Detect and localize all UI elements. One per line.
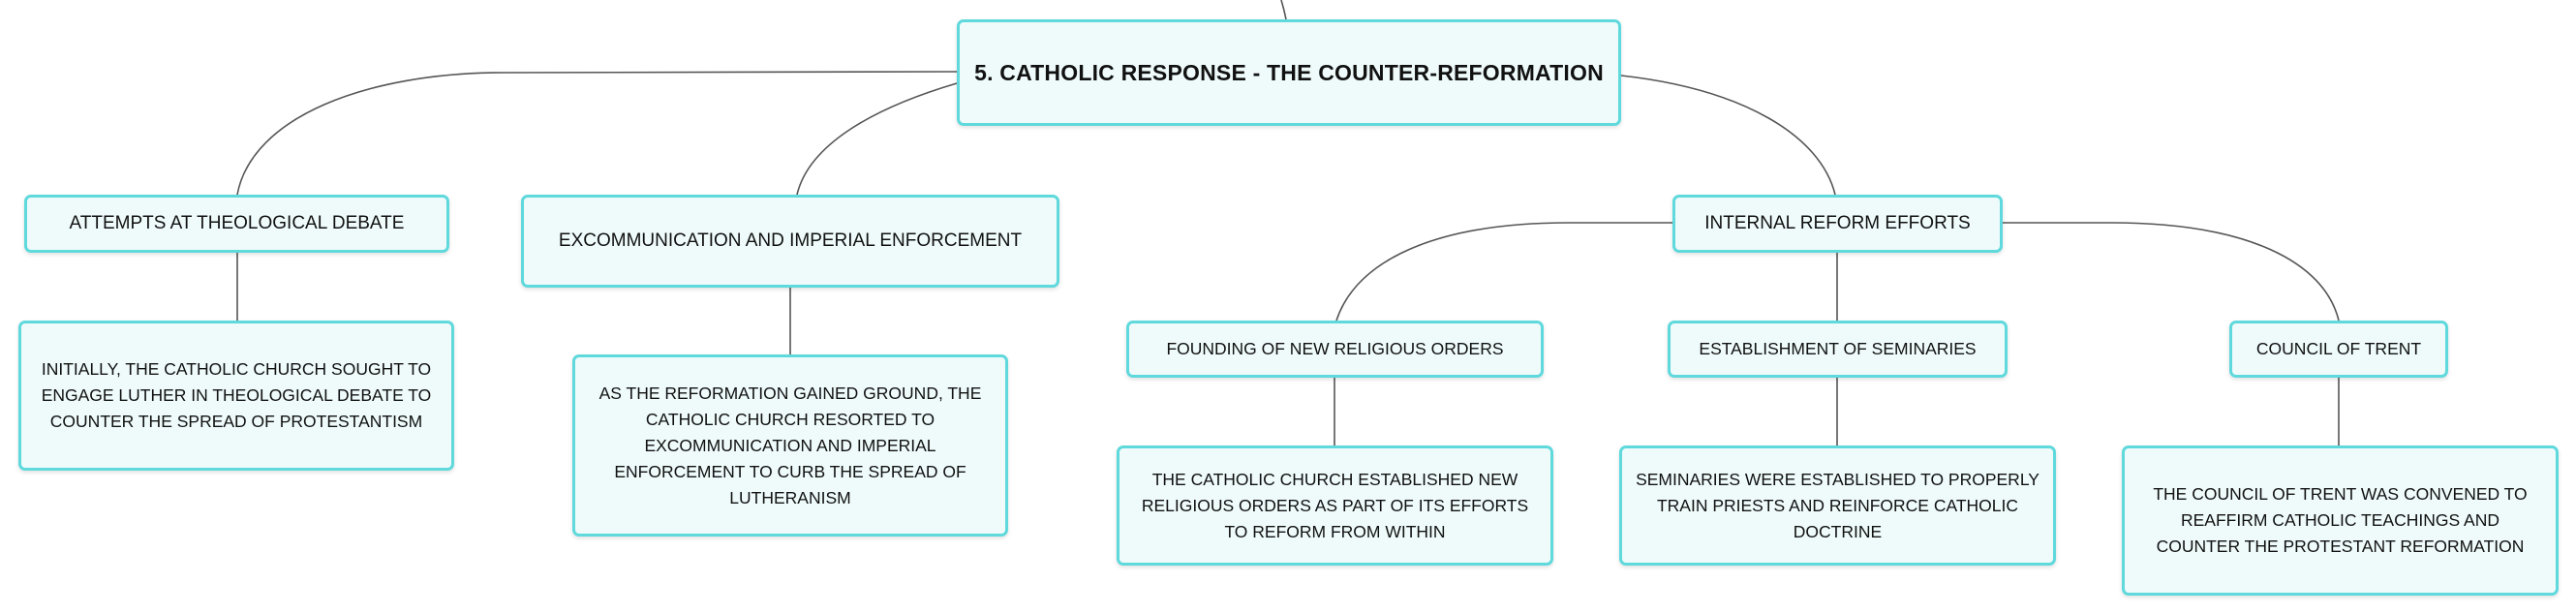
topic-theological-debate[interactable]: Attempts at Theological Debate bbox=[24, 195, 449, 253]
topic-internal-reform[interactable]: Internal Reform Efforts bbox=[1672, 195, 2003, 253]
subtopic-religious-orders[interactable]: Founding of New Religious Orders bbox=[1126, 321, 1544, 378]
detail-seminaries[interactable]: Seminaries were established to properly … bbox=[1619, 445, 2056, 566]
detail-council-of-trent-text: The Council of Trent was convened to rea… bbox=[2153, 484, 2528, 556]
detail-council-of-trent[interactable]: The Council of Trent was convened to rea… bbox=[2122, 445, 2559, 596]
topic-theological-debate-label: Attempts at Theological Debate bbox=[69, 213, 405, 233]
detail-excommunication-text: As the Reformation gained ground, the Ca… bbox=[598, 383, 982, 507]
subtopic-council-of-trent[interactable]: Council of Trent bbox=[2229, 321, 2448, 378]
connector-root-to-internal-reform bbox=[1620, 75, 1836, 196]
subtopic-religious-orders-label: Founding of New Religious Orders bbox=[1166, 339, 1504, 358]
connector-internal-to-trent bbox=[2001, 222, 2340, 322]
topic-excommunication-label: Excommunication and Imperial Enforcement bbox=[558, 230, 1023, 251]
detail-seminaries-text: Seminaries were established to properly … bbox=[1636, 469, 2039, 541]
subtopic-seminaries[interactable]: Establishment of Seminaries bbox=[1668, 321, 2008, 378]
topic-excommunication[interactable]: Excommunication and Imperial Enforcement bbox=[521, 195, 1059, 288]
connector-root-to-debate bbox=[236, 71, 958, 196]
root-topic-label: 5. Catholic Response - The Counter-Refor… bbox=[974, 59, 1604, 85]
connector-internal-to-orders bbox=[1335, 222, 1674, 322]
root-topic-node[interactable]: 5. Catholic Response - The Counter-Refor… bbox=[957, 19, 1621, 126]
connector-parent-to-root bbox=[1280, 0, 1287, 20]
detail-excommunication[interactable]: As the Reformation gained ground, the Ca… bbox=[572, 354, 1008, 537]
detail-theological-debate[interactable]: Initially, the Catholic Church sought to… bbox=[18, 321, 454, 471]
subtopic-council-of-trent-label: Council of Trent bbox=[2255, 339, 2422, 358]
subtopic-seminaries-label: Establishment of Seminaries bbox=[1699, 339, 1977, 358]
detail-theological-debate-text: Initially, the Catholic Church sought to… bbox=[41, 359, 432, 431]
detail-religious-orders-text: The Catholic Church established new reli… bbox=[1141, 469, 1529, 541]
detail-religious-orders[interactable]: The Catholic Church established new reli… bbox=[1117, 445, 1553, 566]
topic-internal-reform-label: Internal Reform Efforts bbox=[1704, 213, 1971, 233]
connector-root-to-excommunication bbox=[796, 82, 958, 196]
